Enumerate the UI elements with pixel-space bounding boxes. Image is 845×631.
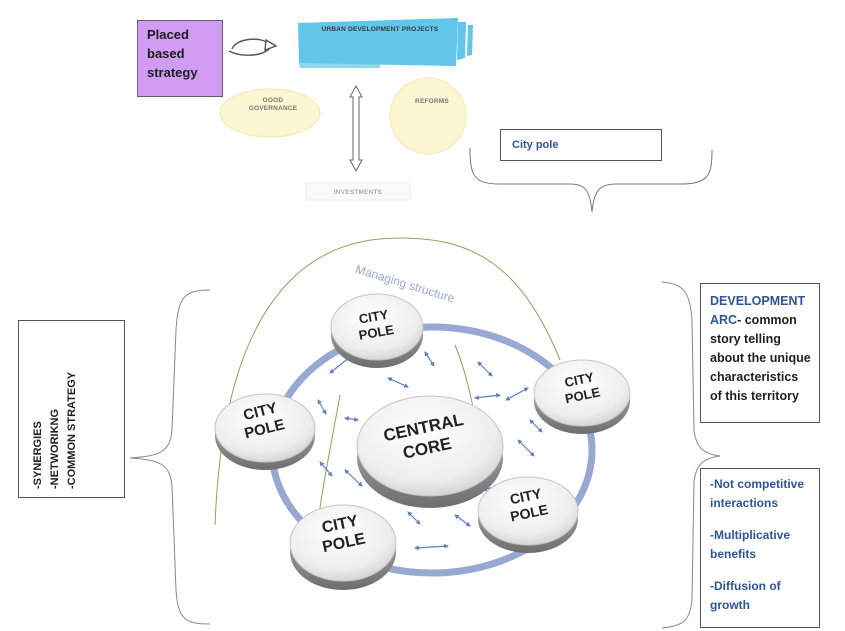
city-pole-brace	[469, 147, 713, 213]
interaction-arrow	[474, 393, 501, 400]
strategy-text: Placed based strategy	[147, 27, 198, 80]
benefits-box: -Not competitive interactions -Multiplic…	[700, 468, 820, 628]
interaction-arrow	[344, 469, 363, 487]
interaction-arrow	[387, 377, 409, 388]
interaction-arrow	[529, 419, 543, 433]
city-pole-disc-right	[533, 359, 631, 434]
city-pole-disc-bottom-right	[477, 476, 579, 553]
central-core-disc	[356, 395, 504, 508]
synergies-list: -SYNERGIES -NETWORIKNG -COMMON STRATEGY	[30, 372, 81, 489]
top-graphics	[219, 18, 713, 213]
city-pole-box-label: City pole	[512, 139, 559, 151]
list-item: -Not competitive interactions	[710, 477, 805, 510]
interaction-arrow	[317, 399, 327, 415]
development-arc-description: - common story telling about the unique …	[710, 313, 811, 403]
investments-box	[305, 182, 411, 201]
projects-banner-text: URBAN DEVELOPMENT PROJECTS	[321, 26, 439, 33]
development-arc-text: DEVELOPMENT ARC- common story telling ab…	[710, 292, 813, 406]
city-pole-disc-left	[214, 393, 316, 470]
list-item: -COMMON STRATEGY	[66, 371, 78, 489]
projects-banner-shape	[298, 18, 473, 68]
list-item: -SYNERGIES	[32, 421, 44, 489]
placed-based-strategy-box: Placed based strategy	[137, 20, 223, 97]
interaction-arrow	[477, 361, 493, 377]
reforms-ellipse	[389, 77, 467, 155]
investments-text: INVESTMENTS	[333, 189, 383, 196]
development-arc-accent: DEVELOPMENT ARC	[710, 294, 806, 327]
development-arc-box: DEVELOPMENT ARC- common story telling ab…	[700, 283, 820, 423]
city-pole-disc-top	[330, 293, 424, 368]
interaction-arrow	[424, 351, 435, 367]
good-governance-text: GOOD GOVERNANCE	[248, 97, 298, 112]
curved-arrow-icon	[228, 38, 278, 56]
city-pole-disc-bottom-left	[289, 504, 397, 590]
double-arrow-icon	[349, 84, 363, 173]
right-brace	[661, 281, 721, 629]
list-item: -Multiplicative benefits	[710, 528, 791, 561]
good-governance-ellipse	[219, 88, 321, 138]
managing-structure-arc	[214, 237, 561, 526]
interaction-arrow	[454, 514, 471, 527]
interaction-arrow	[407, 511, 421, 525]
interaction-arrow	[517, 439, 535, 457]
interaction-arrows	[317, 351, 543, 551]
list-item: -Diffusion of growth	[710, 579, 781, 612]
left-brace	[129, 289, 211, 625]
list-item: -NETWORIKNG	[49, 408, 61, 489]
city-pole-box: City pole	[500, 129, 662, 161]
interaction-arrow	[414, 543, 449, 551]
reforms-text: REFORMS	[415, 98, 449, 105]
interaction-arrow	[344, 416, 359, 422]
interaction-arrow	[505, 387, 529, 401]
interaction-arrow	[319, 461, 333, 477]
synergies-box: -SYNERGIES -NETWORIKNG -COMMON STRATEGY	[18, 320, 125, 498]
